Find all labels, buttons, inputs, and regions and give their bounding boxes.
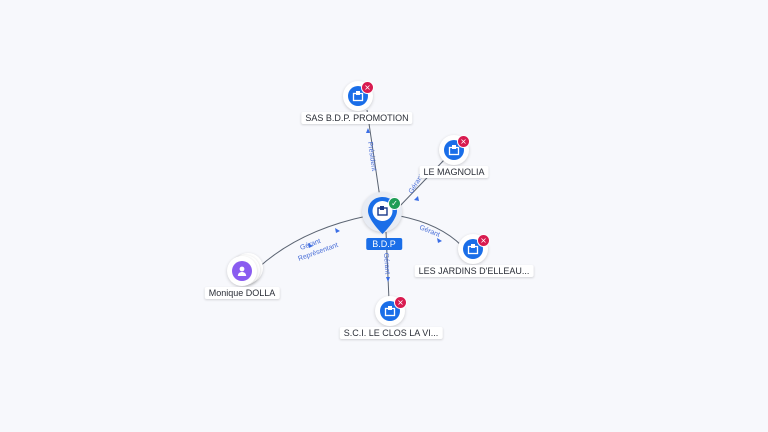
node-label: SAS B.D.P. PROMOTION — [301, 112, 413, 124]
node-label: LE MAGNOLIA — [419, 166, 489, 178]
closed-x-icon: × — [457, 135, 470, 148]
person-icon — [232, 261, 252, 281]
edge-arrow — [308, 243, 313, 248]
closed-x-icon: × — [394, 296, 407, 309]
edge-gerant-monique — [257, 215, 368, 269]
edge-arrow — [437, 238, 442, 243]
center-node-label: B.D.P — [366, 238, 402, 250]
active-check-icon: ✓ — [388, 197, 401, 210]
node-label: LES JARDINS D'ELLEAU... — [414, 265, 534, 277]
edge-label-gerant-jardins: Gérant — [418, 224, 441, 239]
edge-president — [366, 109, 381, 199]
closed-x-icon: × — [361, 81, 374, 94]
edge-arrow — [386, 277, 390, 282]
closed-x-icon: × — [477, 234, 490, 247]
edge-arrow — [335, 228, 340, 233]
edge-arrow — [414, 196, 419, 201]
edge-gerant-jardins — [399, 215, 463, 247]
edge-arrow — [366, 128, 370, 133]
node-label: Monique DOLLA — [204, 287, 280, 299]
node-label: S.C.I. LE CLOS LA VI... — [339, 327, 443, 339]
edge-label-president: Président — [366, 141, 377, 171]
map-pin-icon — [367, 196, 398, 236]
edge-label-gerant-sci: Gérant — [382, 253, 390, 275]
